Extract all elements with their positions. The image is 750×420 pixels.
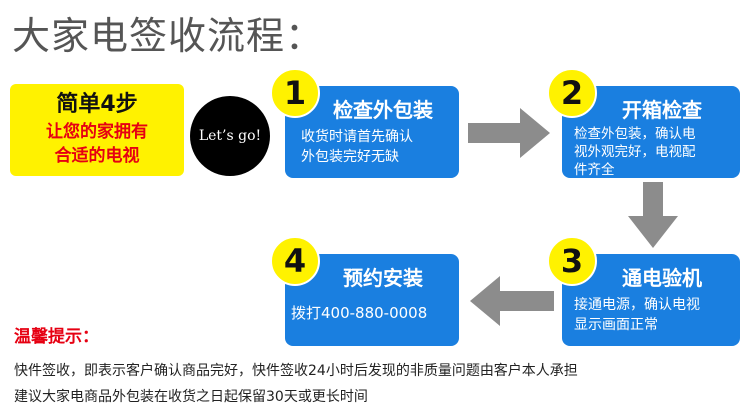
page-title: 大家电签收流程： [12, 14, 325, 58]
intro-line-3: 合适的电视 [54, 146, 140, 166]
step-3-text-line-2: 显示画面正常 [574, 317, 658, 333]
step-1-card: 检查外包装 收货时请首先确认 外包装完好无缺 [285, 86, 459, 178]
intro-line-2: 让您的家拥有 [46, 122, 148, 142]
step-2-card: 开箱检查 检查外包装，确认电 视外观完好，电视配 件齐全 [562, 86, 740, 178]
intro-line-1: 简单4步 [56, 92, 138, 117]
step-2-text-line-3: 件齐全 [574, 162, 615, 178]
step-4-badge: 4 [270, 236, 320, 286]
step-1-text-line-1: 收货时请首先确认 [301, 129, 413, 145]
arrow-right-icon [468, 108, 550, 158]
intro-box: 简单4步 让您的家拥有 合适的电视 [10, 84, 184, 176]
arrow-down-icon [628, 182, 678, 248]
step-4-title: 预约安装 [343, 266, 423, 290]
notice-line-2: 建议大家电商品外包装在收货之日起保留30天或更长时间 [14, 389, 368, 405]
step-2-text-line-1: 检查外包装，确认电 [574, 126, 696, 142]
step-1-title: 检查外包装 [333, 98, 433, 122]
step-4-phone: 拨打400-880-0008 [291, 304, 428, 322]
step-3-text-line-1: 接通电源，确认电视 [574, 297, 700, 313]
step-3-title: 通电验机 [622, 266, 702, 290]
step-3-badge: 3 [547, 236, 597, 286]
step-2-title: 开箱检查 [622, 98, 702, 122]
notice-line-1: 快件签收，即表示客户确认商品完好，快件签收24小时后发现的非质量问题由客户本人承… [14, 363, 578, 379]
step-1-text-line-2: 外包装完好无缺 [301, 149, 399, 165]
notice-title: 温馨提示： [14, 327, 99, 347]
step-2-badge: 2 [547, 68, 597, 118]
step-1-badge: 1 [270, 68, 320, 118]
lets-go-badge: Let’s go! [190, 96, 270, 176]
arrow-left-icon [470, 276, 554, 326]
step-2-text-line-2: 视外观完好，电视配 [574, 144, 696, 160]
